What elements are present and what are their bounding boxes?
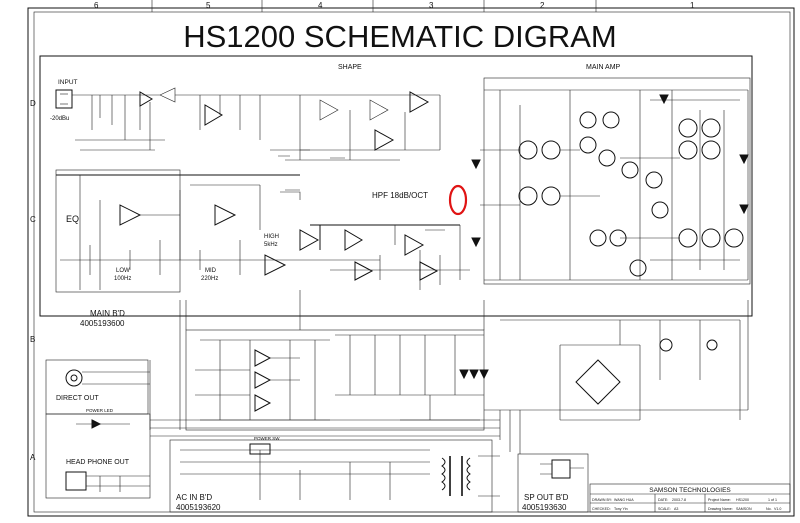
column-label-4: 4 [318,1,323,10]
ac-in-bd-part-number: 4005193620 [176,503,221,512]
low-label: LOW [116,268,130,274]
shape-label: SHAPE [338,64,362,71]
sheet-inner-border [33,11,791,513]
title-block-project: HS1200 [736,498,749,502]
row-label-a: A [30,453,36,462]
title-block-drawing-label: Drawing Name: [708,507,733,511]
row-label-b: B [30,335,35,344]
shape-circuit [270,91,441,161]
main-amp-transistors [518,111,744,277]
headphone-jack [65,471,150,492]
speaker-jack [540,459,584,479]
title-block-date: 2003.7.8 [672,498,686,502]
low-freq-label: 100Hz [114,276,131,282]
high-freq-label: 5kHz [264,242,278,248]
ac-in-bd-label: AC IN B'D [176,493,212,502]
ac-input-wiring [180,443,430,500]
title-block-checked-label: CHECKED: [592,507,611,511]
title-block-scale-label: SCALE: [658,507,671,511]
mid-label: MID [205,268,217,274]
eq-label: EQ [66,214,79,224]
power-led [76,419,130,429]
highlight-circle [448,184,468,216]
column-label-6: 6 [94,1,99,10]
title-block-scale: A3 [674,507,678,511]
bridge-rectifier [500,319,741,421]
mid-freq-label: 220Hz [201,276,218,282]
direct-out-block [45,359,149,415]
title-block-checked-by: Tony Yin [614,507,628,511]
hpf-label: HPF 18dB/OCT [372,191,428,200]
main-amp-label: MAIN AMP [586,64,621,71]
power-supply-circuit [335,334,489,421]
direct-out-jack [65,360,151,430]
sp-out-bd-part-number: 4005193630 [522,503,567,512]
title-block-drawing: SAMSON [736,507,752,511]
title-block-company: SAMSON TECHNOLOGIES [649,487,731,494]
power-led-label: POWER LED [86,408,114,413]
title-block-drawn-by: WANG HUA [614,498,634,502]
input-jack [55,89,73,109]
sp-out-board-outline [517,453,589,513]
main-amp-block [483,77,751,285]
column-label-1: 1 [690,1,695,10]
row-label-c: C [30,215,36,224]
main-amp-wiring [471,89,749,281]
hpf-circuit [310,224,470,290]
lower-board-outline [185,329,485,431]
row-label-d: D [30,99,36,108]
column-label-3: 3 [429,1,434,10]
input-label: INPUT [58,79,78,86]
title-block-version-label: No. [766,507,772,511]
title-block-sheet: 1 of 1 [768,498,777,502]
interboard-wiring [150,290,749,454]
sp-out-bd-label: SP OUT B'D [524,493,569,502]
main-board-outline [39,55,753,317]
title-block-project-label: Project Name: [708,498,731,502]
sheet-border [27,7,795,517]
headphone-out-block [45,413,151,499]
main-bd-part-number: 4005193600 [80,319,125,328]
input-level-label: -20dBu [50,116,69,122]
headphone-out-label: HEAD PHONE OUT [66,459,130,466]
input-opamp [139,91,223,126]
direct-out-label: DIRECT OUT [56,395,99,402]
input-stage-wiring [72,87,300,151]
main-bd-label: MAIN B'D [90,309,125,318]
eq-circuit [56,174,380,290]
ac-in-board-outline [169,439,493,513]
column-label-5: 5 [206,1,211,10]
power-switch-label: POWER SW [254,436,280,441]
title-block [589,483,791,513]
title-block-drawn-label: DRAWN BY: [592,498,612,502]
headphone-amp-circuit [195,339,330,421]
column-label-2: 2 [540,1,545,10]
power-transformer [441,455,500,497]
column-ticks [151,0,597,12]
schematic-title: HS1200 SCHEMATIC DIGRAM [183,19,617,54]
title-block-date-label: DATE: [658,498,668,502]
high-label: HIGH [264,234,279,240]
title-block-version: V1.0 [774,507,781,511]
